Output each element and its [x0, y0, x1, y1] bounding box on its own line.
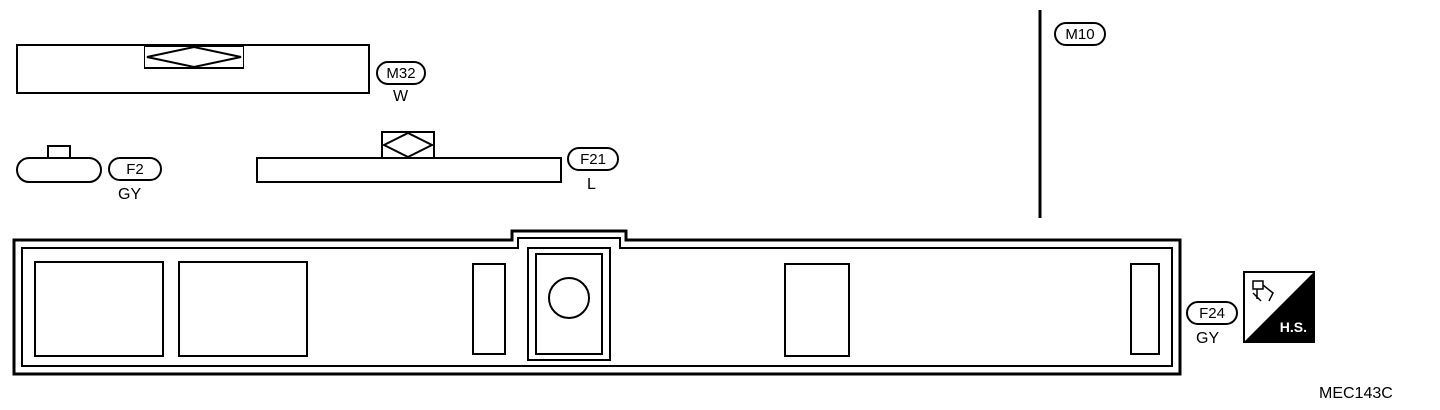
f24-block-b-frame [178, 261, 308, 357]
connector-color-f24: GY [1196, 330, 1220, 347]
f24-block-d-frame [472, 263, 506, 355]
f24-block-h-frame [1130, 263, 1160, 355]
harness-side-icon [1245, 273, 1313, 341]
connector-tag-f2: F2 [108, 157, 162, 181]
connector-color-f21: L [587, 176, 596, 193]
connector-m32-key-icon [144, 45, 244, 69]
connector-f21-key-icon [381, 131, 435, 159]
harness-side-symbol: H.S. [1243, 271, 1315, 343]
connector-tag-m10: M10 [1054, 22, 1106, 46]
connector-tag-f24: F24 [1186, 301, 1238, 325]
connector-tag-f21: F21 [567, 147, 619, 171]
connector-f2-housing [16, 157, 102, 183]
connector-f2-latch [47, 145, 71, 159]
figure-code: MEC143C [1319, 385, 1393, 402]
connector-color-m32: W [393, 88, 409, 105]
f24-block-a-frame [34, 261, 164, 357]
connector-color-f2: GY [118, 186, 142, 203]
connector-tag-m32: M32 [376, 61, 426, 85]
f24-block-f-frame [784, 263, 850, 357]
harness-side-label: H.S. [1279, 319, 1307, 335]
